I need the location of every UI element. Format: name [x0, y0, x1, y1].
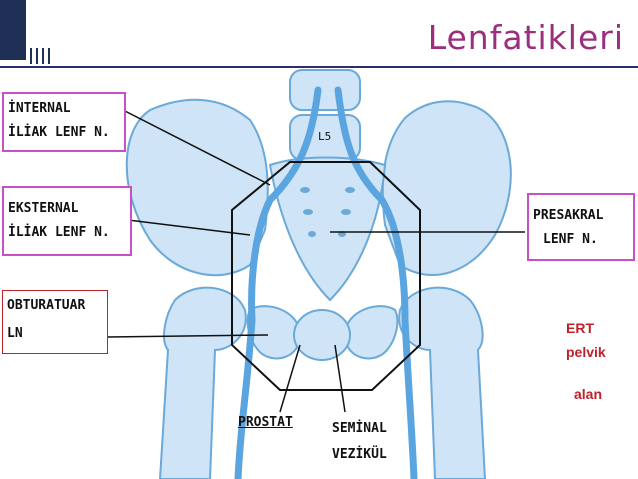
- pubic-ring-left: [246, 305, 302, 360]
- corner-line-2: [36, 48, 38, 64]
- header-bar: [0, 0, 638, 66]
- ert-label-line3: alan: [574, 386, 603, 402]
- ert-label-line1: ERT: [566, 320, 594, 336]
- obturatuar-label-line1: OBTURATUAR: [7, 298, 86, 313]
- ert-label-line2: pelvik: [566, 344, 606, 360]
- lumbar-vertebra-upper: [289, 69, 361, 111]
- left-iliac-vessel: [234, 86, 322, 479]
- corner-decoration: [0, 0, 26, 60]
- presakral-label-line1: PRESAKRAL: [533, 208, 604, 223]
- left-iliac-wing: [125, 98, 269, 277]
- eksternal-iliac-label-line1: EKSTERNAL: [8, 201, 79, 216]
- leader-seminal: [334, 344, 346, 413]
- eksternal-iliac-label-line2: İLİAK LENF N.: [8, 225, 110, 240]
- obturatuar-box: OBTURATUAR LN: [2, 290, 108, 354]
- seminal-label-line2: VEZİKÜL: [332, 447, 387, 462]
- internal-iliac-label-line2: İLİAK LENF N.: [8, 125, 110, 140]
- sacrum: [268, 156, 387, 302]
- leader-internal: [122, 109, 271, 186]
- presakral-box: PRESAKRAL LENF N.: [527, 193, 635, 261]
- seminal-label-line1: SEMİNAL: [332, 421, 387, 436]
- internal-iliac-label-line1: İNTERNAL: [8, 101, 71, 116]
- prostat-label: PROSTAT: [238, 415, 293, 430]
- presakral-label-line2: LENF N.: [543, 232, 598, 247]
- internal-iliac-box: İNTERNAL İLİAK LENF N.: [2, 92, 126, 152]
- prostate-bladder: [293, 309, 351, 361]
- ert-pelvic-field-octagon: [231, 161, 421, 391]
- slide-title: Lenfatikleri: [427, 18, 624, 57]
- obturatuar-label-line2: LN: [7, 326, 23, 341]
- corner-line-1: [30, 48, 32, 64]
- eksternal-iliac-box: EKSTERNAL İLİAK LENF N.: [2, 186, 132, 256]
- leader-eksternal: [127, 219, 251, 236]
- l5-label: L5: [318, 130, 332, 143]
- header-rule: [0, 66, 638, 68]
- corner-line-3: [42, 48, 44, 64]
- leader-obturatuar: [107, 334, 269, 338]
- corner-line-4: [48, 48, 50, 64]
- leader-prostat: [279, 344, 301, 413]
- right-iliac-vessel: [334, 86, 418, 479]
- pubic-ring-right: [343, 305, 399, 360]
